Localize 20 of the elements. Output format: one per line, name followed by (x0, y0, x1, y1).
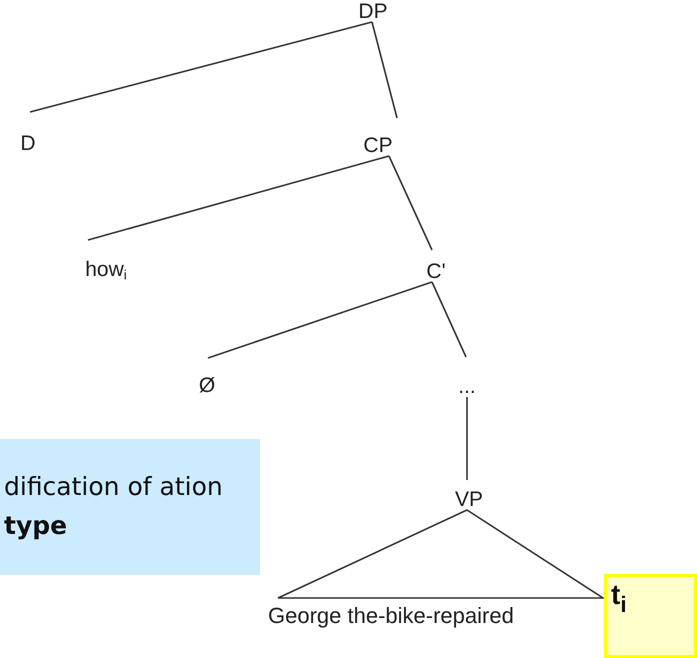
trace-label: t$_{i}$ (611, 579, 627, 610)
tree-node-label: C' (426, 261, 446, 282)
tree-node-label: how$_{i}$ (85, 259, 127, 280)
tree-branch (371, 22, 398, 118)
tree-node-label: D (20, 133, 36, 154)
tree-branch (466, 397, 468, 480)
tree-branch (88, 155, 390, 241)
tree-branch (388, 156, 433, 250)
tree-branch (208, 281, 432, 359)
trace-highlight-box (604, 574, 697, 658)
terminal-string: George the-bike-repaired (268, 603, 514, 629)
tree-node-label: ... (458, 376, 476, 397)
note-text: dification of ation type (4, 471, 224, 542)
tree-branch (30, 21, 372, 113)
note-box (0, 439, 260, 575)
tree-node-label: CP (363, 135, 393, 156)
tree-node-label: Ø (198, 375, 216, 396)
tree-branch (431, 282, 467, 358)
tree-node-label: VP (454, 489, 483, 510)
tree-node-label: DP (358, 1, 388, 22)
